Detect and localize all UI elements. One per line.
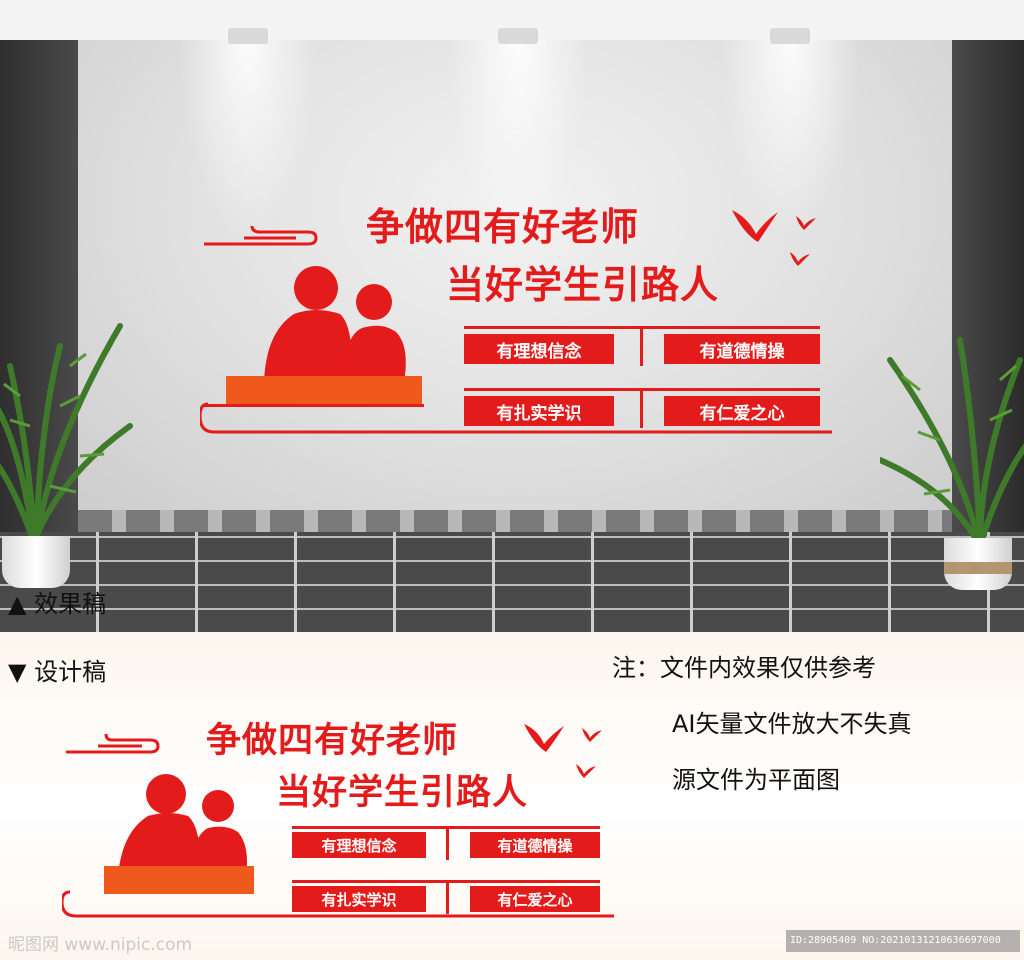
spotlight-icon xyxy=(498,28,538,44)
divider xyxy=(640,388,643,428)
badge-knowledge: 有扎实学识 xyxy=(464,396,614,426)
effect-label: ▲ 效果稿 xyxy=(8,584,106,619)
tile-floor xyxy=(0,532,1024,632)
dove-icon xyxy=(524,724,602,778)
spotlight-icon xyxy=(228,28,268,44)
base-line xyxy=(204,404,424,407)
design-label-text: 设计稿 xyxy=(34,658,107,686)
design-label: ▼ 设计稿 xyxy=(8,652,106,687)
base-curve xyxy=(62,890,614,918)
badge-morality: 有道德情操 xyxy=(664,334,820,364)
book-block xyxy=(104,866,254,894)
baseboard xyxy=(78,510,952,532)
badge-faith: 有理想信念 xyxy=(464,334,614,364)
light-beam xyxy=(448,40,588,240)
note-line-2: AI矢量文件放大不失真 xyxy=(672,710,912,738)
potted-plant-icon xyxy=(880,337,1024,549)
plant-pot xyxy=(944,538,1012,590)
design-badge-knowledge: 有扎实学识 xyxy=(292,886,426,912)
triangle-down-icon: ▼ xyxy=(8,658,27,686)
plant-pot xyxy=(2,536,70,588)
light-beam xyxy=(720,40,860,240)
title-line-1: 争做四有好老师 xyxy=(366,205,640,249)
design-badge-morality: 有道德情操 xyxy=(470,832,600,858)
potted-plant-icon xyxy=(0,323,133,545)
note-line-1: 注：文件内效果仅供参考 xyxy=(612,654,876,682)
title-line-2: 当好学生引路人 xyxy=(446,263,720,307)
image-id: ID:28905409 NO:20210131210636697000 xyxy=(786,930,1020,952)
divider xyxy=(640,326,643,366)
cloud-swirl-icon xyxy=(66,733,160,754)
divider xyxy=(446,880,449,914)
base-curve xyxy=(200,402,832,434)
watermark: 昵图网 www.nipic.com xyxy=(8,935,193,955)
dove-icon xyxy=(732,210,816,266)
design-badge-faith: 有理想信念 xyxy=(292,832,426,858)
design-title-line-1: 争做四有好老师 xyxy=(206,721,459,761)
triangle-up-icon: ▲ xyxy=(8,590,27,618)
design-badge-kindness: 有仁爱之心 xyxy=(470,886,600,912)
cloud-swirl-icon xyxy=(204,225,318,246)
divider xyxy=(446,826,449,860)
badge-kindness: 有仁爱之心 xyxy=(664,396,820,426)
teacher-student-silhouette-icon xyxy=(264,266,406,382)
spotlight-icon xyxy=(770,28,810,44)
effect-label-text: 效果稿 xyxy=(34,590,107,618)
teacher-student-silhouette-icon xyxy=(118,774,247,876)
light-beam xyxy=(178,40,318,240)
effect-mockup: 争做四有好老师 当好学生引路人 有理想信念 有道德情操 有扎实学识 有仁爱之心 xyxy=(0,0,1024,632)
note-line-3: 源文件为平面图 xyxy=(672,766,840,794)
design-title-line-2: 当好学生引路人 xyxy=(276,773,529,813)
book-block xyxy=(226,376,422,406)
pot-band xyxy=(944,562,1012,574)
